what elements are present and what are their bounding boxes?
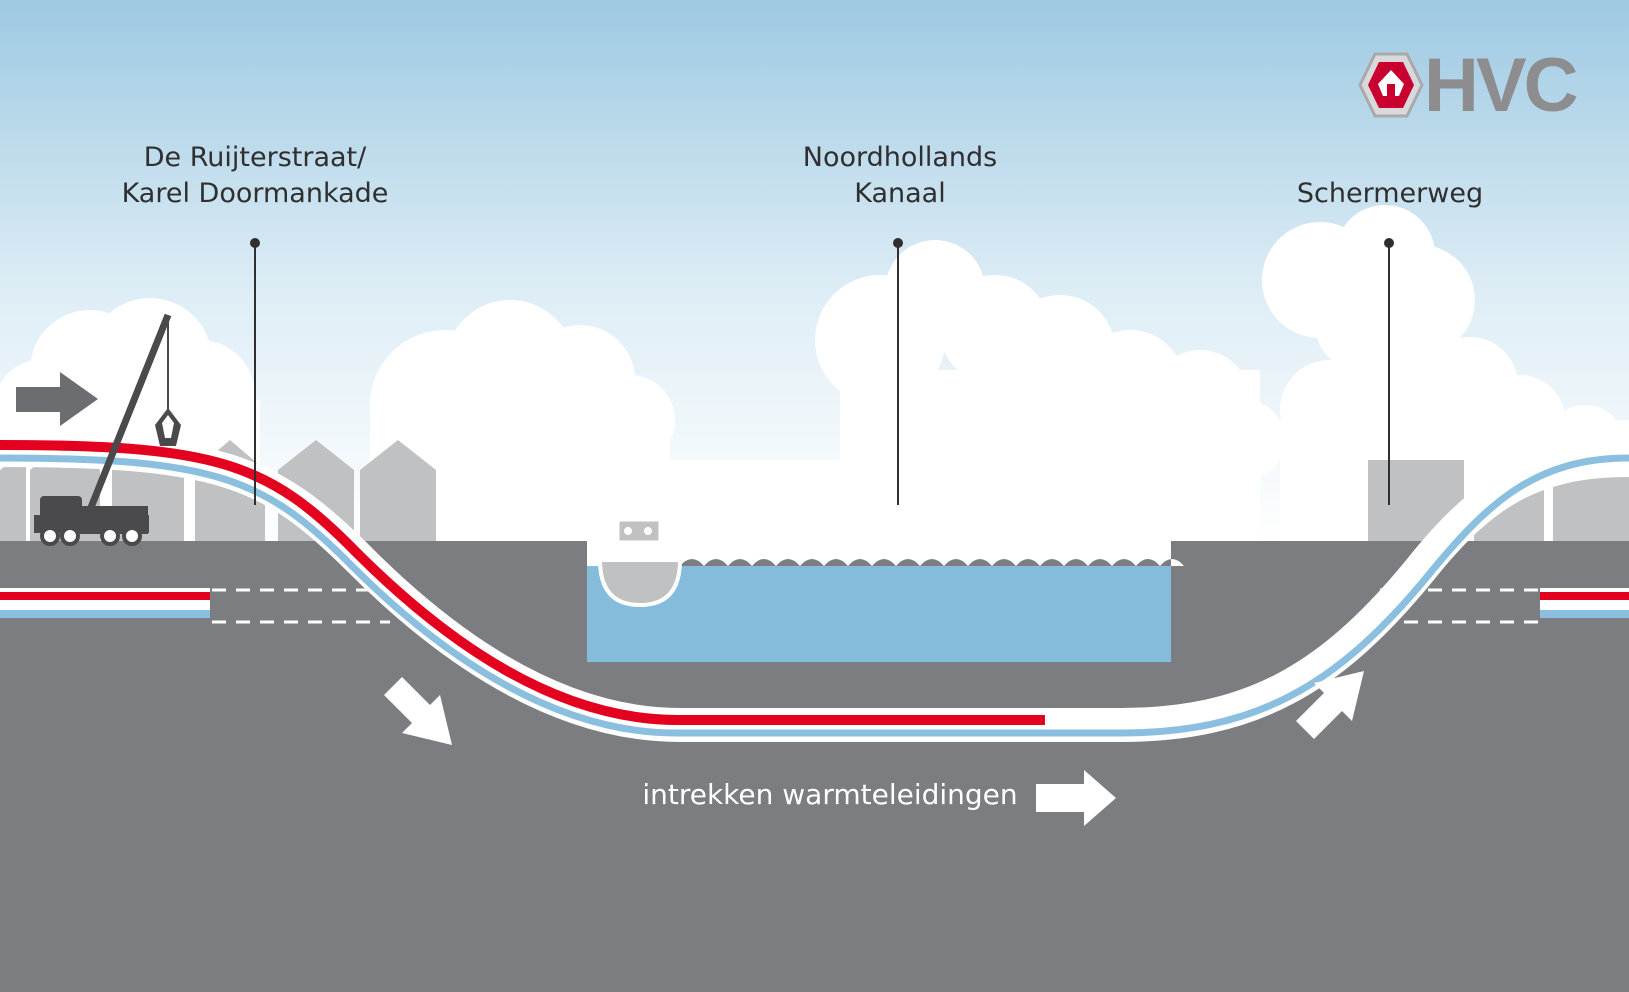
boat-icon	[597, 514, 683, 608]
location-label-kanaal-line2: Kanaal	[854, 178, 946, 209]
ground	[0, 541, 1629, 992]
hvc-logo-icon	[1358, 52, 1424, 118]
location-label-kanaal: Noordhollands Kanaal	[760, 140, 1040, 212]
location-label-schermerweg: Schermerweg	[1230, 176, 1550, 212]
pipes-horizontal	[0, 588, 1629, 624]
crane-icon	[34, 313, 181, 546]
return-pipe	[0, 454, 1629, 737]
caption-intrekken: intrekken warmteleidingen	[642, 778, 1018, 811]
arrow-down-right-icon	[384, 677, 452, 745]
location-label-kanaal-line1: Noordhollands	[802, 142, 998, 173]
location-label-ruijterstraat: De Ruijterstraat/ Karel Doormankade	[95, 140, 415, 212]
location-label-ruijterstraat-line2: Karel Doormankade	[121, 178, 389, 209]
arrow-up-right-icon	[1296, 671, 1364, 739]
water-waves	[587, 545, 1184, 566]
hvc-logo: HVC	[1358, 46, 1584, 124]
leader-lines	[250, 238, 1394, 505]
supply-pipe	[0, 440, 1045, 725]
location-label-schermerweg-text: Schermerweg	[1296, 178, 1484, 209]
hvc-logo-text: HVC	[1424, 43, 1578, 128]
location-label-ruijterstraat-line1: De Ruijterstraat/	[143, 142, 367, 173]
canal	[587, 545, 1184, 662]
arrow-caption-right-icon	[1036, 770, 1116, 826]
arrow-right-icon	[16, 372, 98, 426]
